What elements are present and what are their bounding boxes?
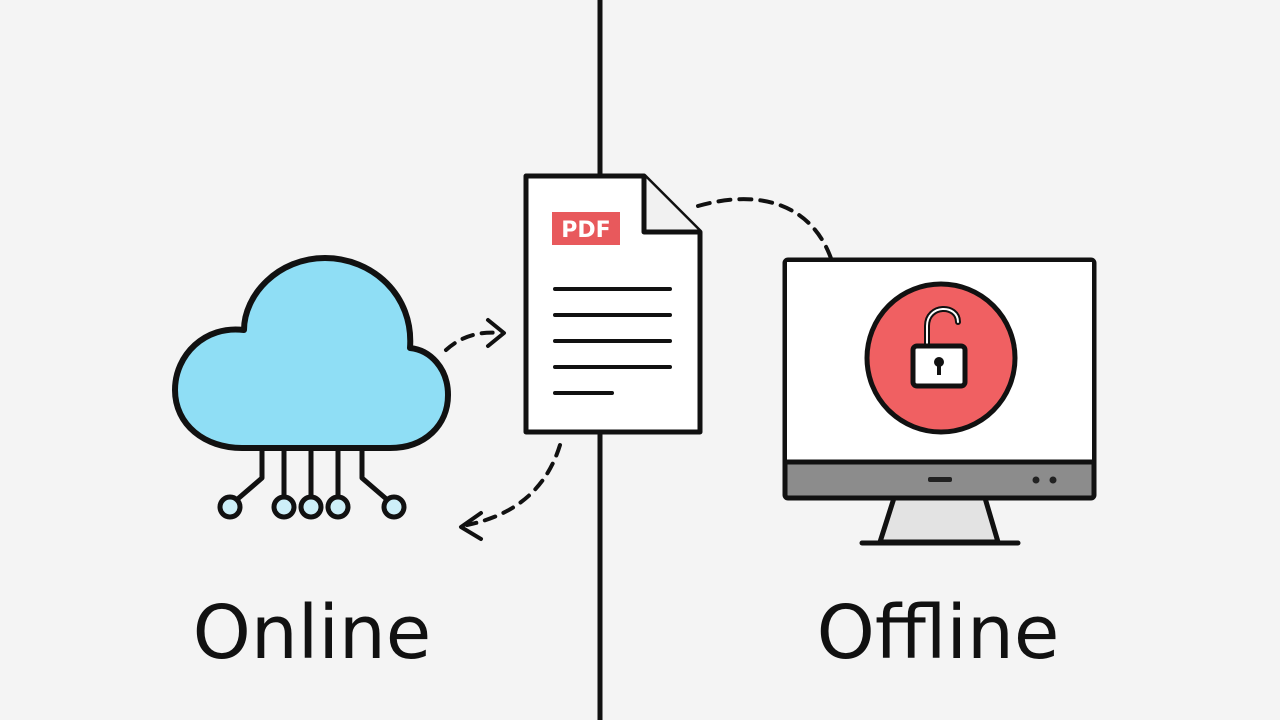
cloud-network-icon	[172, 255, 451, 520]
arrow-document-return-head	[459, 511, 483, 541]
document-text-lines	[553, 287, 672, 395]
padlock-keyhole-slot	[937, 362, 941, 375]
pdf-badge-label: PDF	[561, 218, 610, 243]
pdf-badge	[552, 212, 620, 245]
monitor-indicator-dot	[1049, 476, 1057, 484]
cloud-shape	[172, 255, 451, 451]
online-label: Online	[193, 590, 432, 676]
arrow-document-return	[465, 443, 562, 527]
unlocked-padlock-icon	[864, 281, 1018, 435]
pdf-document-icon: PDF	[523, 173, 703, 435]
monitor-indicator-bar	[928, 477, 952, 482]
offline-label: Offline	[817, 590, 1060, 676]
padlock-shackle-inner	[926, 308, 959, 349]
desktop-monitor-icon	[782, 257, 1097, 546]
document-folded-corner	[641, 176, 700, 235]
cloud-network-nodes	[217, 494, 407, 520]
monitor-stand	[877, 495, 1001, 545]
monitor-indicator-dot	[1032, 476, 1040, 484]
cloud-network-wires	[230, 447, 394, 506]
arrow-cloud-to-document	[444, 330, 502, 352]
arrow-cloud-to-document-head	[486, 318, 506, 348]
